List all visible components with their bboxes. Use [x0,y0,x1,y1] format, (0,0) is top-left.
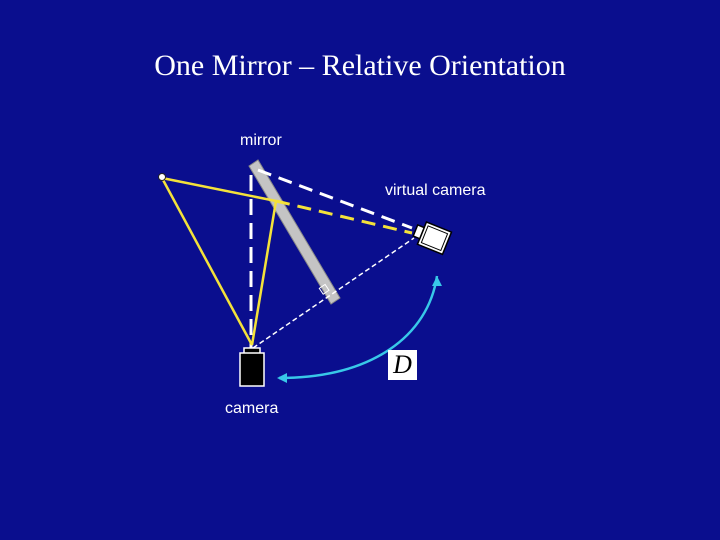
virtual-camera-icon [412,221,453,256]
ray-mirror-to-camera [250,200,278,346]
transform-arrow-head-start [432,276,442,286]
mirror [248,159,341,305]
virtual-camera-label: virtual camera [385,182,486,199]
camera-label: camera [225,400,279,417]
transform-label: D [388,350,417,380]
virtual-camera-dashed-line [257,168,413,230]
camera-icon [239,347,265,387]
ray-to-virtual-camera [275,199,413,235]
object-point [158,173,166,181]
transform-arrow [277,275,439,383]
baseline-dashed-line [252,237,415,349]
mirror-label: mirror [240,132,282,149]
slide-title: One Mirror – Relative Orientation [154,49,566,82]
ray-point-to-mirror [161,176,277,203]
ray-point-to-camera [160,177,254,346]
right-angle-marker [318,283,330,295]
